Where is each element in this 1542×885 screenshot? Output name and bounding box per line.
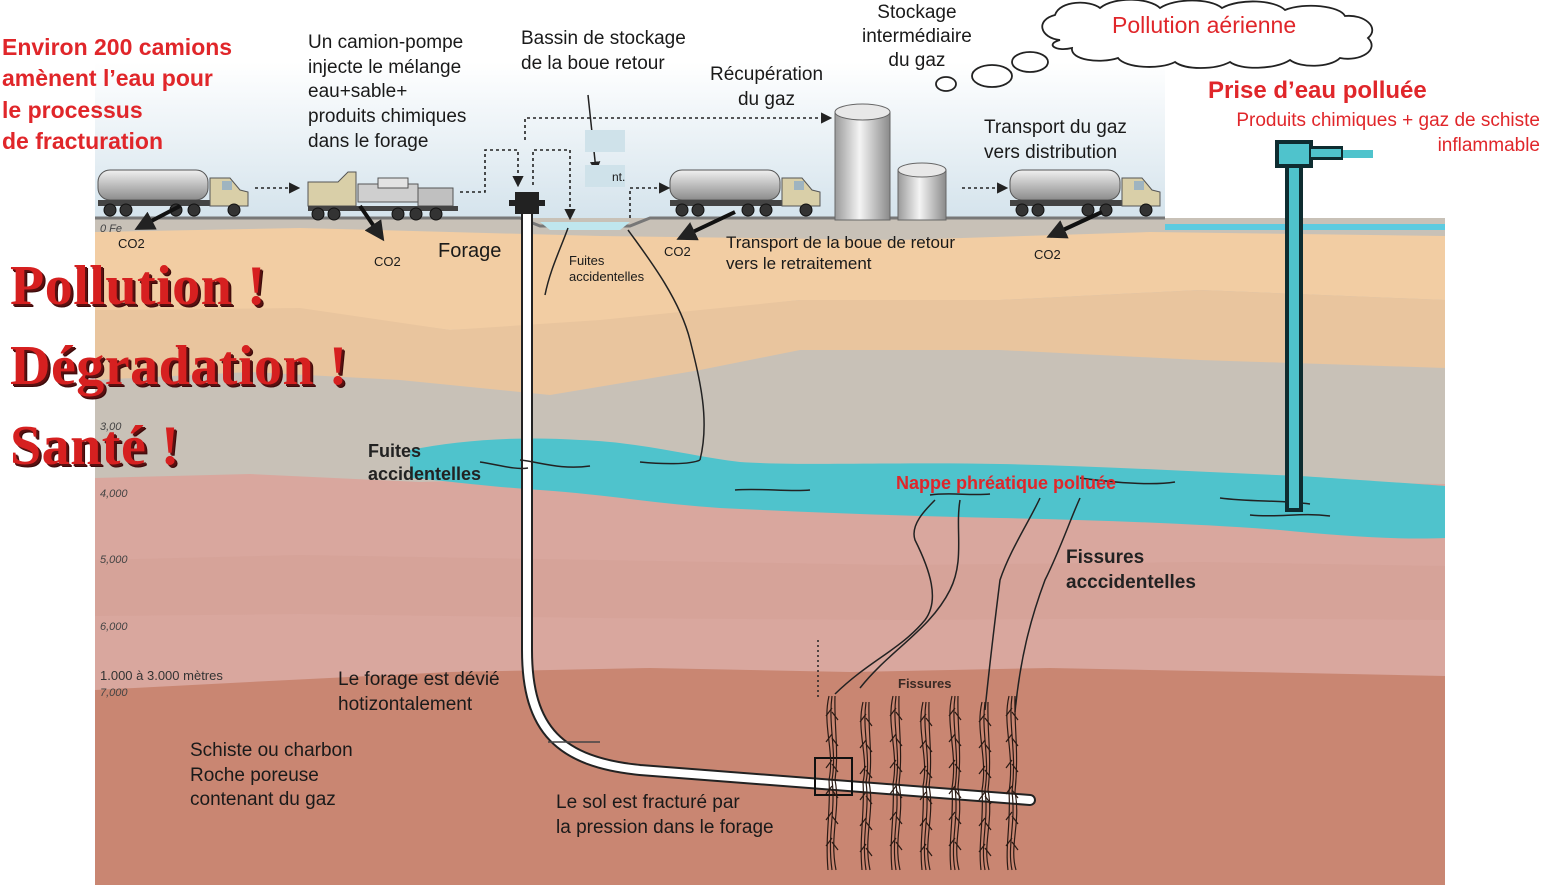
fracture-tuft xyxy=(948,695,962,871)
soil-layer-tan xyxy=(95,228,1445,330)
pump-truck xyxy=(307,171,458,221)
fracture-tuft xyxy=(889,695,903,871)
mud-truck xyxy=(669,169,821,217)
accidental-fissures-label: Fissures acccidentelles xyxy=(1066,547,1196,593)
gas-recovery-label: Récupération du gaz xyxy=(710,64,824,110)
depth-5000: 5,000 xyxy=(100,554,128,566)
intake-pipe-vertical-inner xyxy=(1289,152,1299,508)
forage-label: Forage xyxy=(438,240,502,262)
air-pollution-label: Pollution aérienne xyxy=(1112,12,1297,38)
depth-6000: 6,000 xyxy=(100,621,128,633)
water-strip xyxy=(1165,224,1445,230)
depth-range-label: 1.000 à 3.000 mètres xyxy=(100,668,223,683)
co2-label-2: CO2 xyxy=(374,254,401,269)
water-intake-subtitle: Produits chimiques + gaz de schiste infl… xyxy=(1236,110,1540,156)
fractured-label: Le sol est fracturé par la pression dans… xyxy=(556,792,774,838)
pump-truck-label: Un camion-pompe injecte le mélange eau+s… xyxy=(308,32,467,152)
well-pipe xyxy=(523,201,1034,804)
wellhead-valve xyxy=(509,200,545,206)
rising-fissures xyxy=(834,497,1081,713)
fracture-tuft xyxy=(859,701,873,871)
trucks-title: Environ 200 camions amènent l’eau pour l… xyxy=(2,34,233,154)
process-arrows xyxy=(255,112,1009,221)
co2-label-3: CO2 xyxy=(664,244,691,259)
fissures-label: Fissures xyxy=(898,676,952,691)
air-pollution-cloud xyxy=(935,0,1374,92)
basin-tag-box xyxy=(585,130,625,152)
co2-label-1: CO2 xyxy=(118,236,145,251)
depth-4000: 4,000 xyxy=(100,488,128,500)
depth-3000: 3,00 xyxy=(100,421,122,433)
mud-transport-label: Transport de la boue de retour vers le r… xyxy=(726,233,956,274)
soil-layer-tan-2 xyxy=(95,290,1445,395)
fracture-tuft xyxy=(919,701,933,871)
intake-pipe-outlet xyxy=(1343,150,1373,158)
fracture-tuft xyxy=(1005,695,1019,871)
co2-label-4: CO2 xyxy=(1034,247,1061,262)
degradation-headline: Dégradation ! xyxy=(10,335,348,397)
trucks xyxy=(97,169,1161,221)
aquifer-label: Nappe phréatique polluée xyxy=(896,473,1117,493)
health-headline: Santé ! xyxy=(10,415,180,477)
water-truck-1 xyxy=(97,169,249,217)
gas-transport-label: Transport du gaz vers distribution xyxy=(984,117,1127,163)
gas-storage-label: Stockage intermédiaire du gaz xyxy=(862,2,972,71)
water-intake-title: Prise d’eau polluée xyxy=(1208,77,1427,104)
basin-tag-box-2 xyxy=(585,165,625,187)
basin-tag: nt. xyxy=(612,170,626,184)
depth-0: 0 Fe xyxy=(100,223,123,235)
gas-storage-tanks xyxy=(834,103,947,221)
surface-leaks-label: Fuites accidentelles xyxy=(569,253,645,285)
mud-basin xyxy=(540,222,630,230)
pollution-headline: Pollution ! xyxy=(10,255,266,317)
depth-7000: 7,000 xyxy=(100,687,128,699)
intake-pipe-head-inner xyxy=(1279,144,1309,164)
basin-label: Bassin de stockage de la boue retour xyxy=(521,28,686,74)
deep-leaks-label: Fuites accidentelles xyxy=(368,441,482,485)
fracture-tuft xyxy=(825,695,839,871)
co2-arrows xyxy=(134,204,1103,242)
intake-pipe-spout-inner xyxy=(1311,149,1341,157)
soil-layer-pink-dark xyxy=(95,555,1445,620)
fracture-tufts xyxy=(825,695,1019,871)
fracture-tuft xyxy=(978,701,992,871)
shale-label: Schiste ou charbon Roche poreuse contena… xyxy=(190,740,353,811)
deviated-label: Le forage est dévié hotizontalement xyxy=(338,669,500,715)
gas-truck xyxy=(1009,169,1161,217)
